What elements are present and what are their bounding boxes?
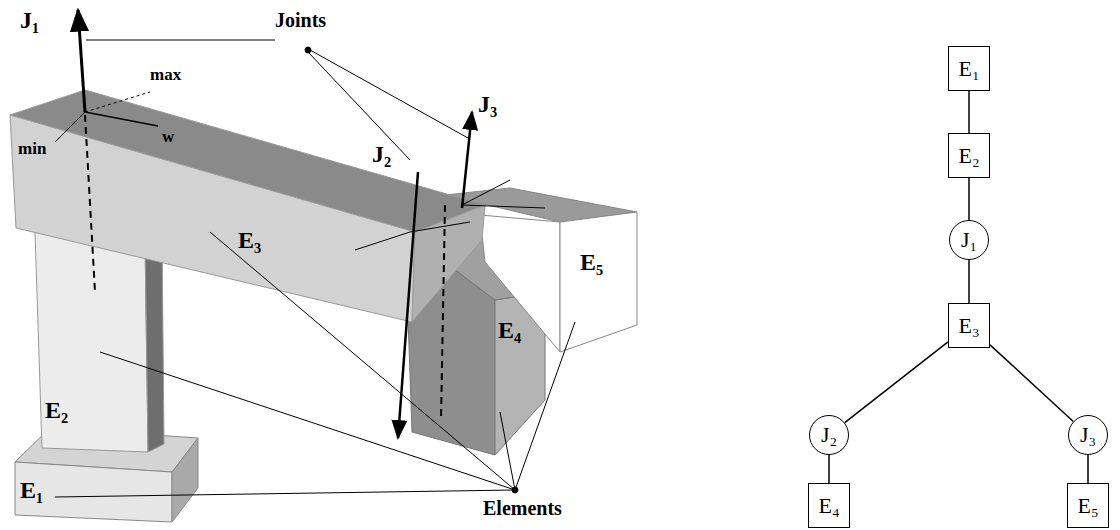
joint-axis — [55, 10, 158, 292]
joint-name: J₁ — [961, 229, 977, 251]
tree-connector — [968, 91, 970, 133]
tree-connector — [968, 178, 970, 220]
dimension-label: min — [18, 140, 46, 157]
joint-circle: J₂ — [809, 415, 849, 455]
joint-name: J₃ — [1080, 424, 1096, 446]
element-label: E₁ — [20, 478, 43, 502]
tree-connector — [1087, 455, 1089, 483]
element-name: E₄ — [818, 495, 839, 517]
joint-label: J₁ — [20, 8, 39, 32]
joint-circle: J₁ — [949, 220, 989, 260]
dimension-label: w — [162, 128, 174, 145]
element-e3 — [10, 90, 485, 322]
tree-connector — [968, 260, 970, 303]
tree-connector — [845, 342, 948, 423]
joint-name: J₂ — [821, 424, 837, 446]
leader-line — [55, 232, 575, 497]
tree-connector — [828, 455, 830, 483]
element-box: E₄ — [808, 483, 850, 528]
element-box: E₃ — [948, 303, 990, 348]
element-name: E₃ — [958, 315, 979, 337]
element-e2 — [35, 232, 164, 452]
joint-label: J₂ — [372, 142, 391, 166]
element-name: E₁ — [958, 58, 979, 80]
joint-axis — [462, 112, 545, 208]
element-box: E₅ — [1067, 483, 1109, 528]
element-label: E₃ — [238, 228, 261, 252]
element-box: E₁ — [948, 46, 990, 91]
callout-title: Elements — [483, 498, 562, 518]
joint-label: J₃ — [478, 92, 497, 116]
joint-axis — [355, 172, 470, 438]
callout-title: Joints — [275, 10, 326, 30]
element-label: E₂ — [45, 398, 68, 422]
tree-connector — [990, 345, 1073, 422]
element-label: E₄ — [498, 318, 521, 342]
leader-line — [86, 40, 468, 160]
element-label: E₅ — [580, 250, 603, 274]
element-box: E₂ — [948, 133, 990, 178]
joint-circle: J₃ — [1068, 415, 1108, 455]
element-name: E₂ — [958, 145, 979, 167]
element-name: E₅ — [1077, 495, 1098, 517]
dimension-label: max — [150, 66, 181, 83]
